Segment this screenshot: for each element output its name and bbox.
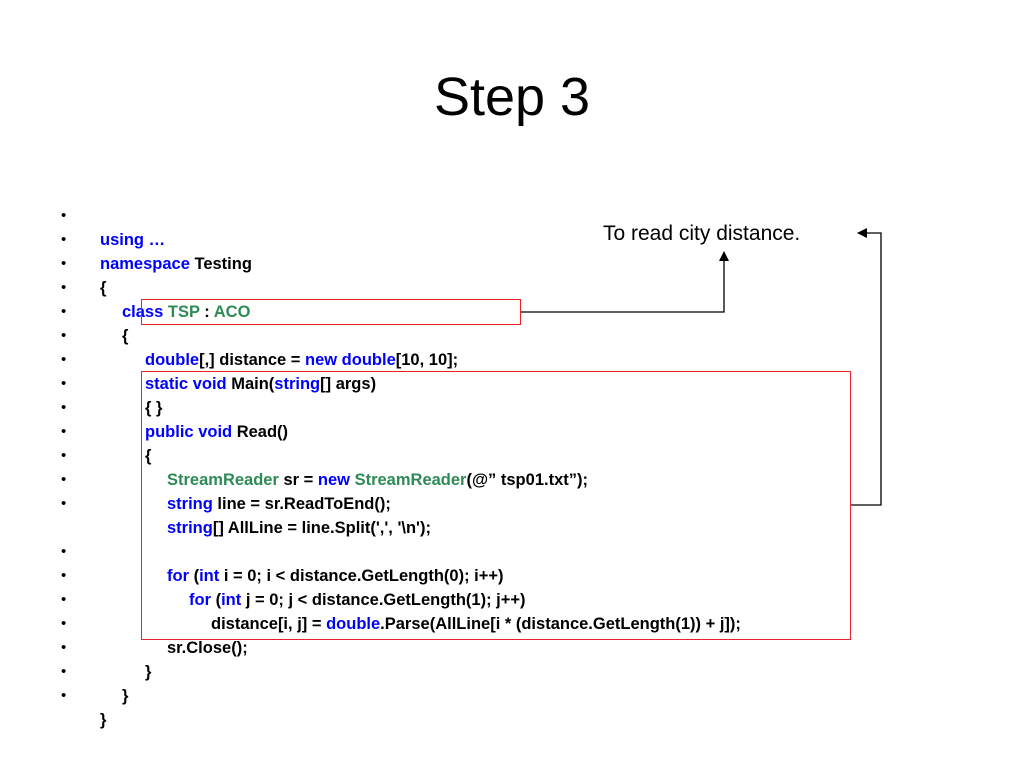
code-text: } <box>100 711 107 729</box>
bullet: • <box>61 471 67 488</box>
bullet: • <box>61 327 67 344</box>
keyword: for <box>189 591 211 609</box>
code-line-using: • using … <box>0 180 165 249</box>
code-line-read-close-brace: • } <box>0 612 151 681</box>
highlight-box-read-method <box>141 371 851 640</box>
code-line-class: • class TSP : ACO <box>0 252 250 321</box>
bullet: • <box>61 639 67 656</box>
code-text: j = 0; j < distance.GetLength(1); j++) <box>241 591 526 609</box>
code-line-distance-decl: • double[,] distance = new double[10, 10… <box>0 300 458 369</box>
bullet: • <box>61 399 67 416</box>
bullet: • <box>61 255 67 272</box>
type-name: TSP <box>167 303 200 321</box>
code-text: .Parse(AllLine[i * (distance.GetLength(1… <box>380 615 741 633</box>
bullet: • <box>61 447 67 464</box>
code-line-streamreader: • StreamReader sr = new StreamReader(@” … <box>0 420 588 489</box>
code-line-for-j: • for (int j = 0; j < distance.GetLength… <box>0 540 526 609</box>
callout-text: To read city distance. <box>603 222 801 245</box>
code-text: sr.Close(); <box>167 639 248 657</box>
code-line-read-brace: • { <box>0 396 151 465</box>
keyword: class <box>122 303 164 321</box>
type-name: StreamReader <box>354 471 467 489</box>
keyword: int <box>221 591 242 609</box>
code-text: } <box>122 687 129 705</box>
bullet: • <box>61 351 67 368</box>
code-text: ( <box>211 591 222 609</box>
code-line-split: • string[] AllLine = line.Split(',', '\n… <box>0 468 431 537</box>
arrow-read-to-callout <box>851 228 882 506</box>
type-name: ACO <box>213 303 251 321</box>
code-line-class-brace: • { <box>0 276 128 345</box>
bullet: • <box>61 663 67 680</box>
keyword: string <box>167 495 213 513</box>
keyword: string <box>167 519 213 537</box>
code-text: { <box>100 279 107 297</box>
code-line-main-body: • { } <box>0 348 162 417</box>
code-text: ( <box>189 567 200 585</box>
code-text: } <box>145 663 152 681</box>
code-line-main: • static void Main(string[] args) <box>0 324 376 393</box>
code-line-readtoend: • string line = sr.ReadToEnd(); <box>0 444 391 513</box>
code-text: sr = <box>278 471 318 489</box>
code-text: Testing <box>189 255 252 273</box>
code-line-namespace: • namespace Testing <box>0 204 252 273</box>
code-text: [] args) <box>320 375 377 393</box>
keyword: double <box>341 351 396 369</box>
bullet: • <box>61 567 67 584</box>
bullet: • <box>61 615 67 632</box>
keyword: void <box>192 375 227 393</box>
keyword: void <box>198 423 233 441</box>
code-line-read: • public void Read() <box>0 372 288 441</box>
bullet: • <box>61 303 67 320</box>
keyword: double <box>326 615 381 633</box>
keyword: double <box>145 351 200 369</box>
keyword: new <box>304 351 338 369</box>
type-name: StreamReader <box>167 471 279 489</box>
code-text: { <box>145 447 152 465</box>
slide-title: Step 3 <box>433 67 591 127</box>
keyword: string <box>274 375 321 393</box>
bullet: • <box>61 231 67 248</box>
keyword: public <box>145 423 194 441</box>
code-line-parse: • distance[i, j] = double.Parse(AllLine[… <box>0 564 741 633</box>
code-line-open-brace: • { <box>0 228 106 297</box>
code-text: [10, 10]; <box>395 351 459 369</box>
bullet: • <box>61 543 67 560</box>
keyword: namespace <box>100 255 190 273</box>
bullet: • <box>61 375 67 392</box>
arrow-distance-to-callout <box>521 251 729 313</box>
highlight-box-distance <box>141 299 521 325</box>
bullet: • <box>61 423 67 440</box>
keyword: int <box>199 567 220 585</box>
code-text: { <box>122 327 129 345</box>
code-line-class-close-brace: • } <box>0 636 128 705</box>
bullet: • <box>61 495 67 512</box>
code-text: Main( <box>226 375 275 393</box>
keyword: using … <box>100 231 166 249</box>
keyword: new <box>317 471 350 489</box>
code-text: { } <box>145 399 163 417</box>
code-text: : <box>199 303 214 321</box>
code-text: [] AllLine = line.Split(',', '\n'); <box>212 519 431 537</box>
bullet: • <box>61 591 67 608</box>
code-text: [,] distance = <box>199 351 305 369</box>
code-text: (@” tsp01.txt”); <box>466 471 588 489</box>
bullet: • <box>61 279 67 296</box>
code-text: line = sr.ReadToEnd(); <box>212 495 391 513</box>
code-line-namespace-close-brace: • } <box>0 660 106 729</box>
code-text: i = 0; i < distance.GetLength(0); i++) <box>219 567 504 585</box>
code-text: distance[i, j] = <box>211 615 327 633</box>
bullet: • <box>61 687 67 704</box>
keyword: static <box>145 375 189 393</box>
code-line-close: • sr.Close(); <box>0 588 248 657</box>
code-line-for-i: • for (int i = 0; i < distance.GetLength… <box>0 516 504 585</box>
bullet: • <box>61 207 67 224</box>
keyword: for <box>167 567 189 585</box>
code-text: Read() <box>232 423 289 441</box>
